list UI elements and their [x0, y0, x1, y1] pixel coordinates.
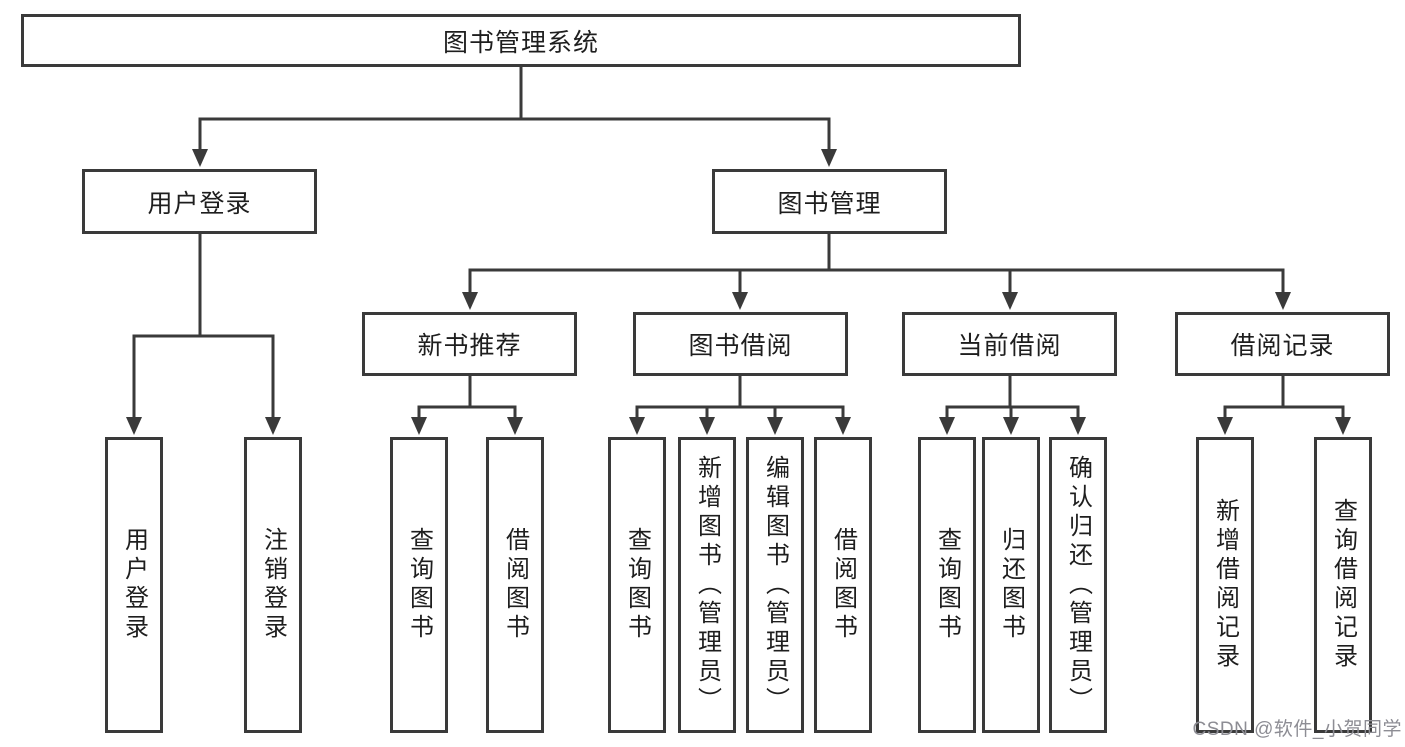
node-library-management-system: 图书管理系统: [21, 14, 1021, 67]
connector-root-to-level2: [198, 67, 831, 151]
leaf-query-books-current: 查询图书: [918, 437, 976, 733]
connector-records-to-children: [1223, 376, 1345, 419]
leaf-return-books: 归还图书: [982, 437, 1040, 733]
connector-borrow-to-children: [635, 376, 845, 419]
node-current-borrowing: 当前借阅: [902, 312, 1117, 376]
leaf-borrow-books-recommend: 借阅图书: [486, 437, 544, 733]
csdn-watermark: CSDN @软件_小贺同学: [1192, 719, 1402, 740]
arrowheads: [126, 149, 1351, 435]
node-new-book-recommendation: 新书推荐: [362, 312, 577, 376]
leaf-confirm-return-admin: 确认归还（管理员）: [1049, 437, 1107, 733]
connector-rec-to-children: [417, 376, 517, 419]
leaf-borrow-books: 借阅图书: [814, 437, 872, 733]
leaf-query-borrow-record: 查询借阅记录: [1314, 437, 1372, 733]
node-book-borrowing: 图书借阅: [633, 312, 848, 376]
connector-current-to-children: [945, 376, 1080, 419]
connector-mgmt-to-level3: [468, 234, 1285, 294]
leaf-query-books-recommend: 查询图书: [390, 437, 448, 733]
leaf-add-borrow-record: 新增借阅记录: [1196, 437, 1254, 733]
leaf-add-book-admin: 新增图书（管理员）: [678, 437, 736, 733]
leaf-logout: 注销登录: [244, 437, 302, 733]
leaf-user-login: 用户登录: [105, 437, 163, 733]
node-book-management: 图书管理: [712, 169, 947, 234]
node-user-login: 用户登录: [82, 169, 317, 234]
connector-login-to-children: [132, 234, 275, 419]
leaf-query-books-borrow: 查询图书: [608, 437, 666, 733]
leaf-edit-book-admin: 编辑图书（管理员）: [746, 437, 804, 733]
node-borrowing-records: 借阅记录: [1175, 312, 1390, 376]
